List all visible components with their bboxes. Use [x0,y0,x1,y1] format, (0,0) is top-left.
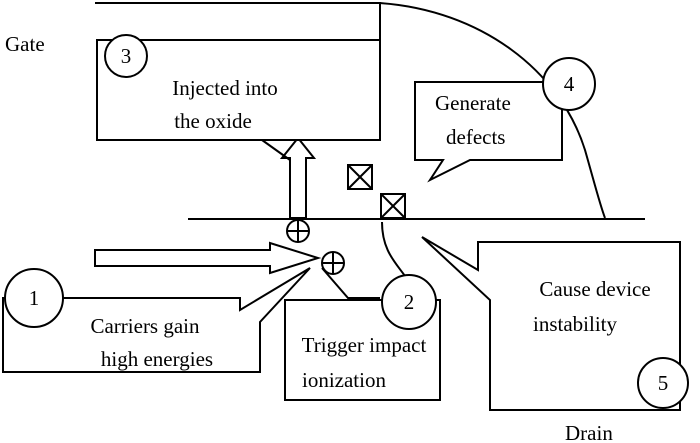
callout-3-text-line1: Injected into [172,76,278,100]
callout-1-badge [4,268,64,328]
callout-2-number: 2 [404,290,415,314]
callout-5-number: 5 [658,371,669,395]
callout-4-number: 4 [564,72,575,96]
carrier-flow-arrow [94,241,322,275]
callout-3-text-line2: the oxide [174,109,252,133]
callout-5-text-line2: instability [533,312,618,336]
callout-5-box [421,236,681,411]
hole-symbol-1 [286,219,310,243]
callout-1: 1 Carriers gain high energies [2,267,311,373]
callout-3-number: 3 [121,44,132,68]
callout-4-text-line1: Generate [435,91,511,115]
callout-5: 5 Cause device instability [421,236,689,411]
hole-symbol-2 [321,251,345,275]
callout-3-box [96,39,381,141]
defect-symbol-1 [347,164,373,190]
callout-2: 2 Trigger impact ionization [284,221,441,401]
callout-4-text-line2: defects [446,125,505,149]
callout-2-badge [381,274,437,330]
gate-label: Gate [5,32,45,56]
callout-5-text-line1: Cause device [539,277,650,301]
callout-4: 4 Generate defects [414,57,596,183]
injection-arrow [279,136,317,219]
callout-5-badge [637,357,689,409]
drain-label: Drain [565,421,613,443]
callout-3-badge [104,34,148,78]
callout-2-pointer-a [321,267,380,299]
defect-symbol-2 [380,193,406,219]
callout-2-pointer-b [381,221,406,277]
callout-2-text-line1: Trigger impact [302,333,427,357]
callout-3-pointer [261,139,291,161]
callout-1-number: 1 [29,286,40,310]
callout-3: 3 Injected into the oxide [96,34,381,161]
callout-4-badge [542,57,596,111]
callout-1-text-line1: Carriers gain [90,314,200,338]
callout-1-box [2,267,311,373]
callout-1-text-line2: high energies [101,347,213,371]
callout-2-text-line2: ionization [302,368,386,392]
